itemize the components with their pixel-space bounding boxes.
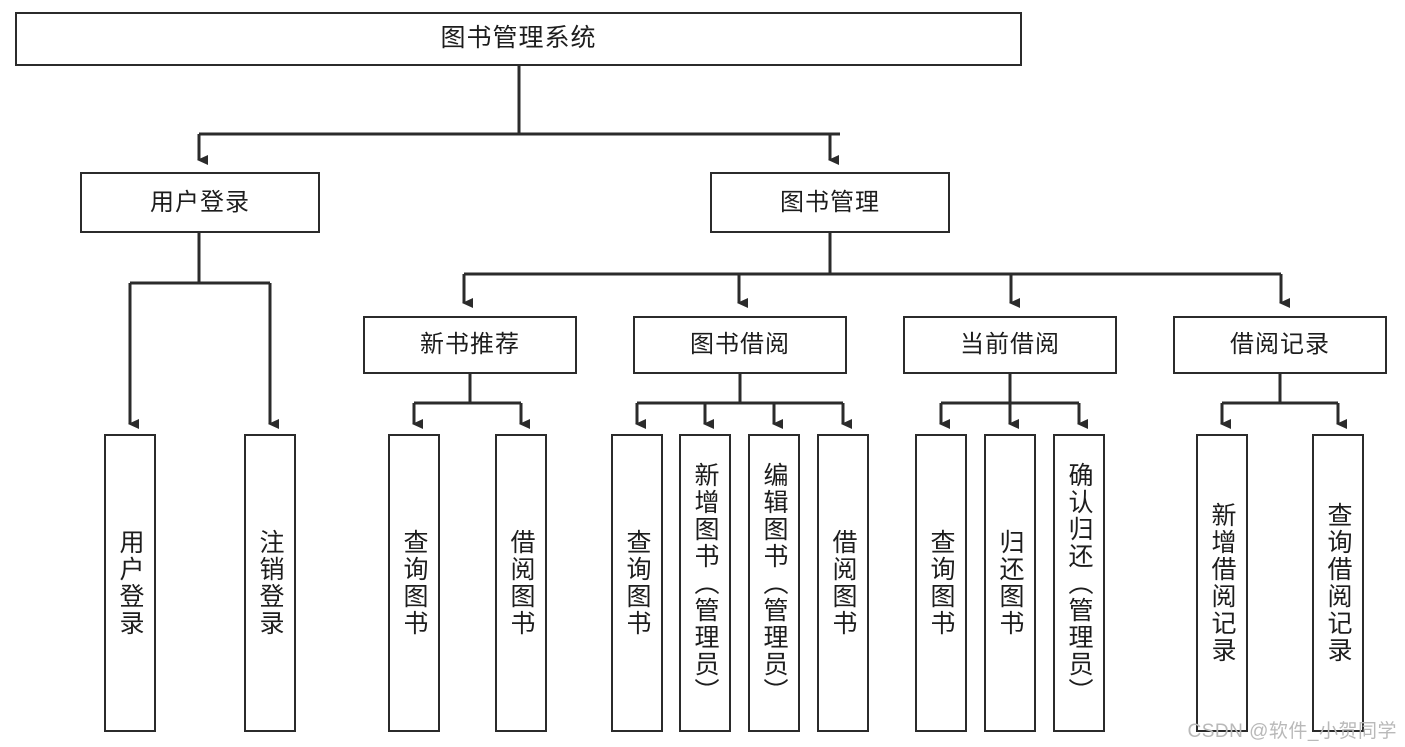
node-root-system[interactable]: 图书管理系统	[15, 12, 1022, 66]
leaf-query-book-recommend[interactable]: 查询图书	[388, 434, 440, 732]
node-label: 当前借阅	[960, 331, 1060, 358]
leaf-borrow-book[interactable]: 借阅图书	[817, 434, 869, 732]
leaf-return-book[interactable]: 归还图书	[984, 434, 1036, 732]
node-label: 查询图书	[400, 529, 428, 637]
node-label: 编辑图书（管理员）	[760, 461, 788, 705]
node-label: 借阅图书	[829, 529, 857, 637]
node-label: 图书管理系统	[440, 24, 597, 53]
node-new-book-recommend[interactable]: 新书推荐	[363, 316, 577, 374]
node-label: 归还图书	[996, 529, 1024, 637]
node-label: 确认归还（管理员）	[1065, 461, 1093, 705]
leaf-logout[interactable]: 注销登录	[244, 434, 296, 732]
node-label: 借阅记录	[1230, 331, 1330, 358]
node-label: 图书管理	[780, 188, 880, 216]
leaf-query-book-current[interactable]: 查询图书	[915, 434, 967, 732]
node-label: 图书借阅	[690, 331, 790, 358]
node-label: 查询图书	[927, 529, 955, 637]
watermark-text: CSDN @软件_小贺同学	[1187, 721, 1397, 742]
node-label: 新书推荐	[420, 331, 520, 358]
leaf-borrow-book-recommend[interactable]: 借阅图书	[495, 434, 547, 732]
node-borrow-record[interactable]: 借阅记录	[1173, 316, 1387, 374]
node-current-borrow[interactable]: 当前借阅	[903, 316, 1117, 374]
node-book-borrow[interactable]: 图书借阅	[633, 316, 847, 374]
node-label: 注销登录	[256, 529, 284, 637]
node-label: 用户登录	[116, 529, 144, 637]
leaf-query-book-borrow[interactable]: 查询图书	[611, 434, 663, 732]
node-label: 查询借阅记录	[1324, 502, 1352, 664]
node-label: 新增借阅记录	[1208, 502, 1236, 664]
leaf-query-borrow-record[interactable]: 查询借阅记录	[1312, 434, 1364, 732]
leaf-user-login[interactable]: 用户登录	[104, 434, 156, 732]
node-label: 查询图书	[623, 529, 651, 637]
leaf-edit-book-admin[interactable]: 编辑图书（管理员）	[748, 434, 800, 732]
node-book-management[interactable]: 图书管理	[710, 172, 950, 233]
leaf-confirm-return-admin[interactable]: 确认归还（管理员）	[1053, 434, 1105, 732]
node-label: 借阅图书	[507, 529, 535, 637]
leaf-add-book-admin[interactable]: 新增图书（管理员）	[679, 434, 731, 732]
node-user-login[interactable]: 用户登录	[80, 172, 320, 233]
node-label: 用户登录	[150, 188, 250, 216]
node-label: 新增图书（管理员）	[691, 461, 719, 705]
leaf-add-borrow-record[interactable]: 新增借阅记录	[1196, 434, 1248, 732]
